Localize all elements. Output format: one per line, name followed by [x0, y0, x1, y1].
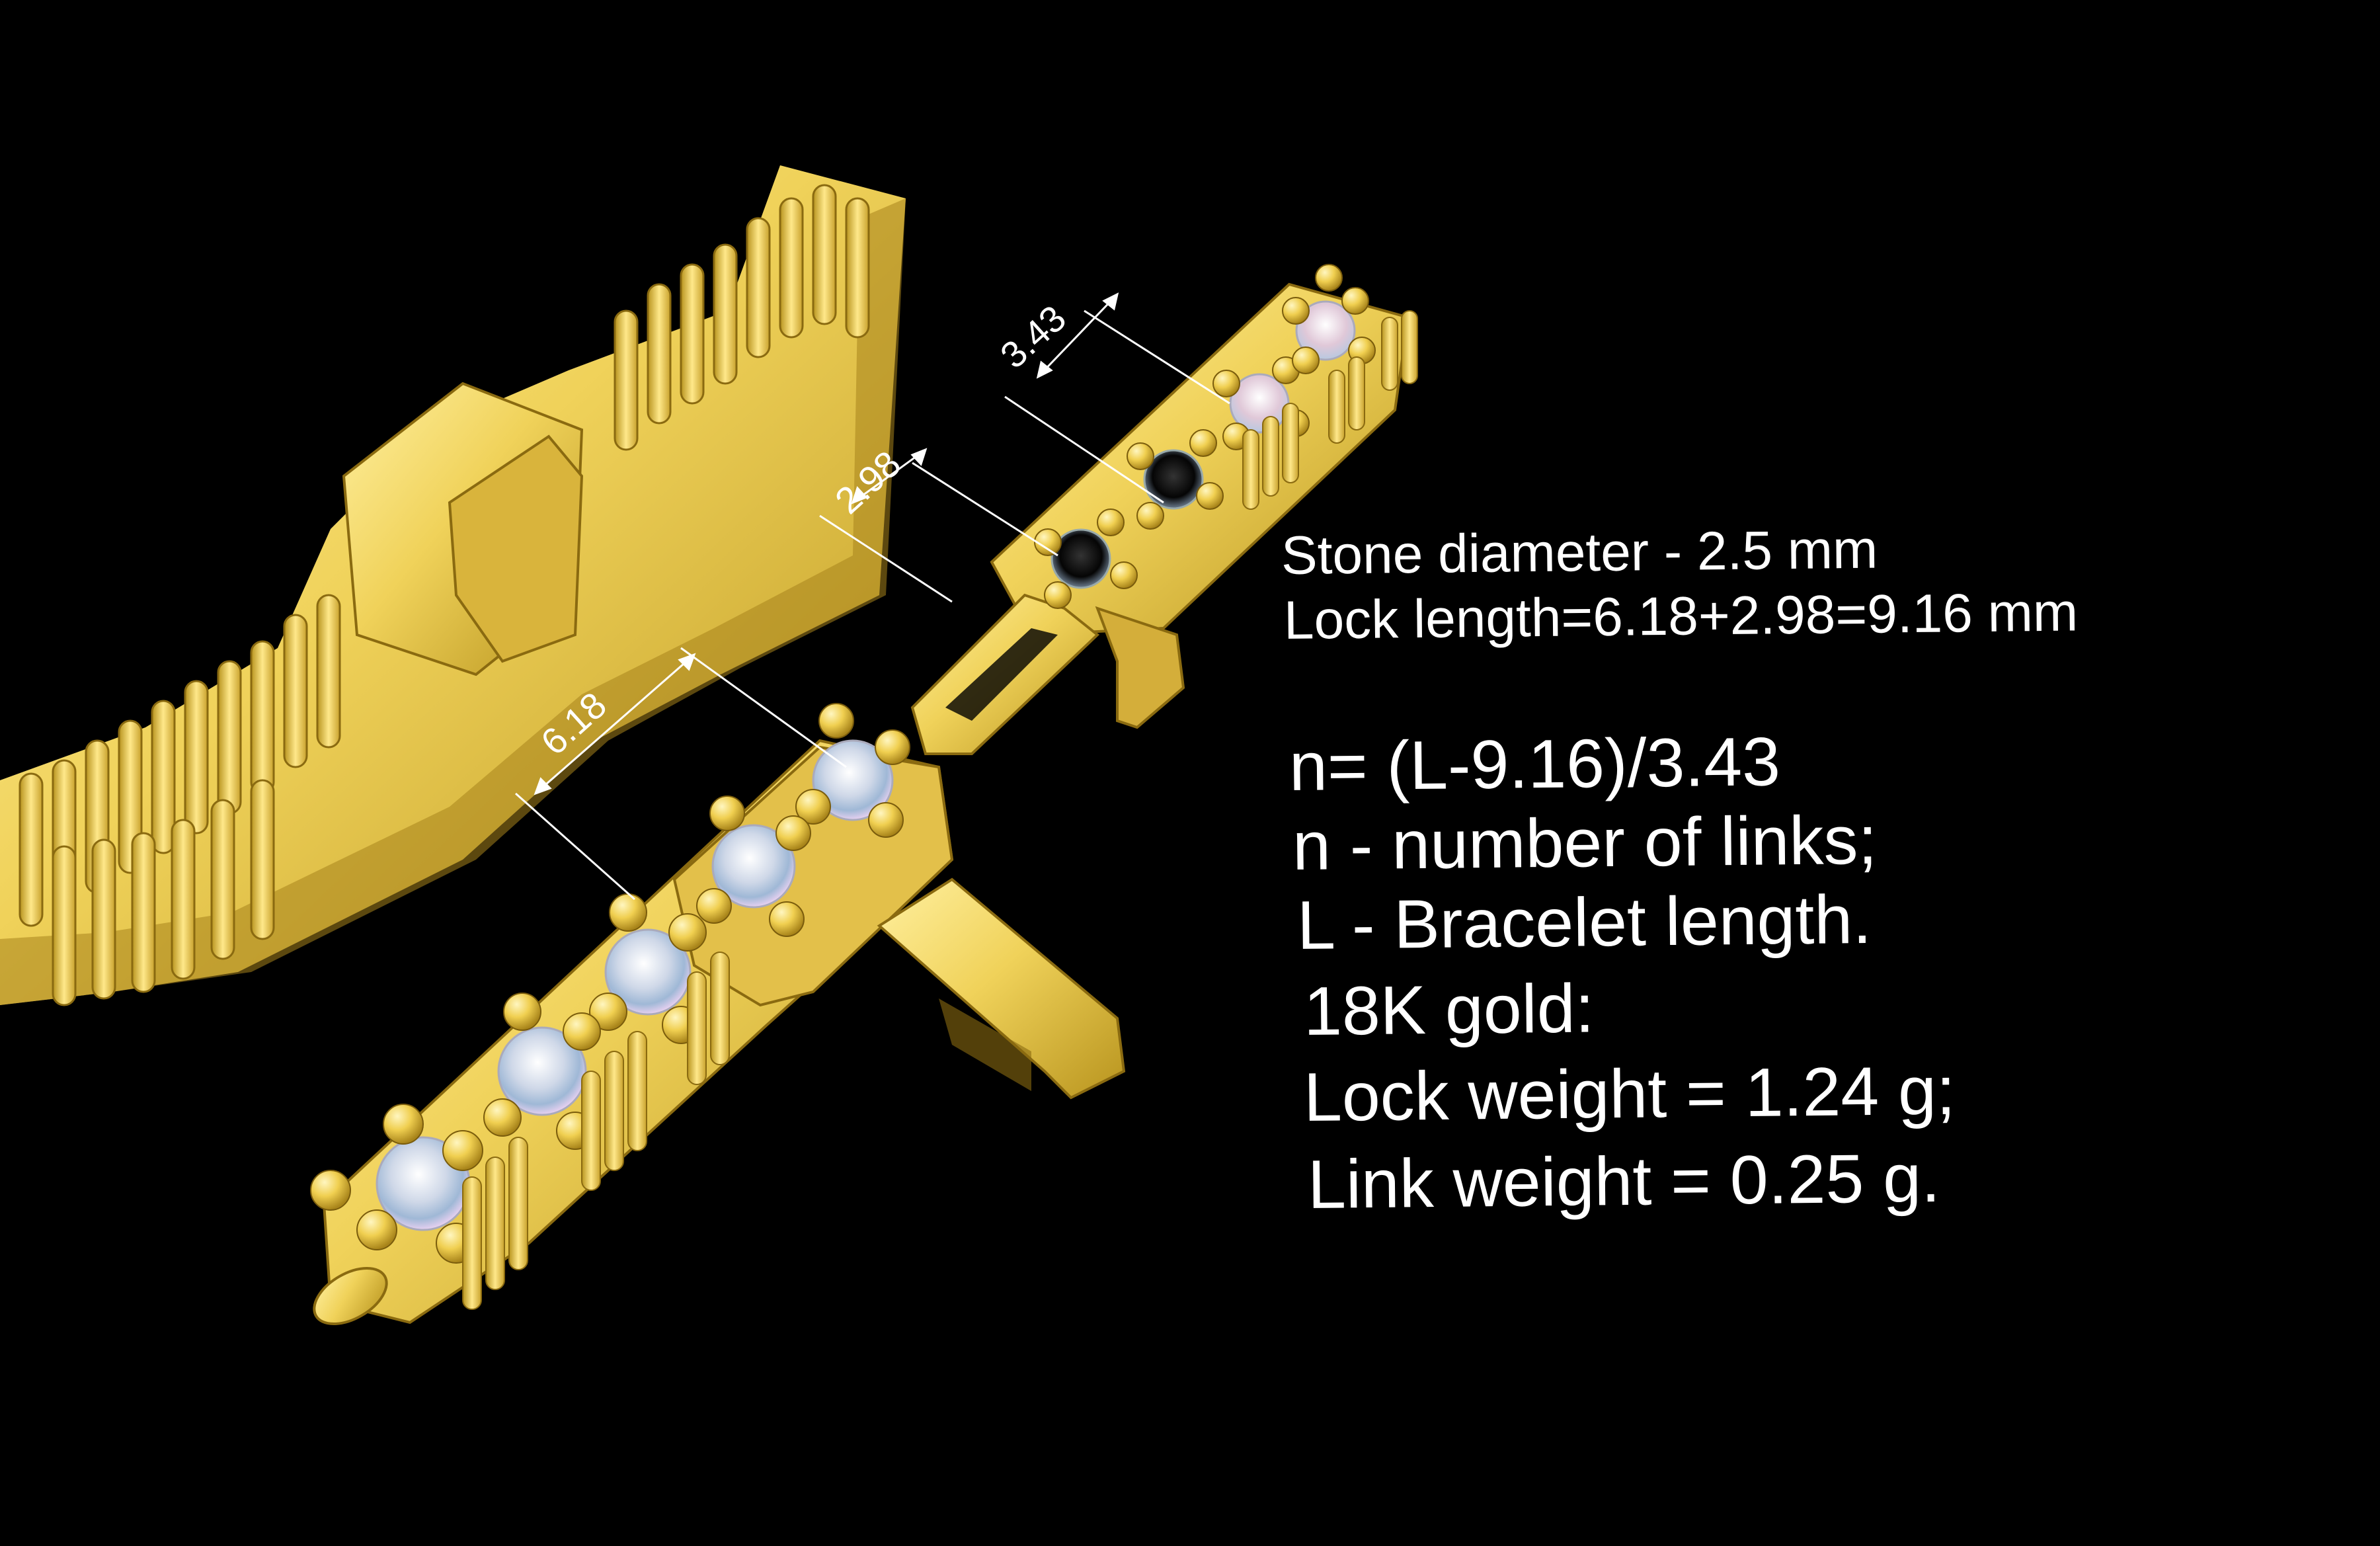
lower-ribs	[462, 952, 730, 1310]
diamond-stone-icon	[1143, 449, 1204, 510]
lower-lock-piece	[310, 703, 1126, 1326]
chain-clasp-box	[448, 434, 584, 663]
diamond-stone-icon	[497, 1026, 587, 1116]
chain-band-shadow	[0, 198, 906, 1005]
upper-lock-hook	[1095, 606, 1185, 729]
chain-ribs	[19, 184, 870, 1006]
dimension-annotations	[515, 292, 1230, 901]
bracelet-chain	[0, 165, 906, 1006]
diamond-stone-icon	[604, 928, 692, 1016]
upper-prongs	[1034, 264, 1376, 609]
upper-stones	[1051, 300, 1356, 589]
diamond-stone-icon	[1051, 528, 1111, 589]
upper-lock-piece	[910, 264, 1418, 755]
dimension-arrow-icon	[535, 653, 695, 795]
upper-ribs	[1242, 310, 1418, 510]
diamond-stone-icon	[812, 739, 894, 821]
diamond-stone-icon	[711, 824, 796, 909]
dimension-arrow-icon	[852, 448, 926, 504]
dimension-arrow-icon	[1037, 293, 1119, 378]
lower-lock-tongue	[877, 877, 1126, 1100]
diamond-stone-icon	[1295, 300, 1356, 361]
dimension-3-43: 3.43	[992, 297, 1074, 376]
lower-lock-end-loop	[313, 1266, 388, 1326]
